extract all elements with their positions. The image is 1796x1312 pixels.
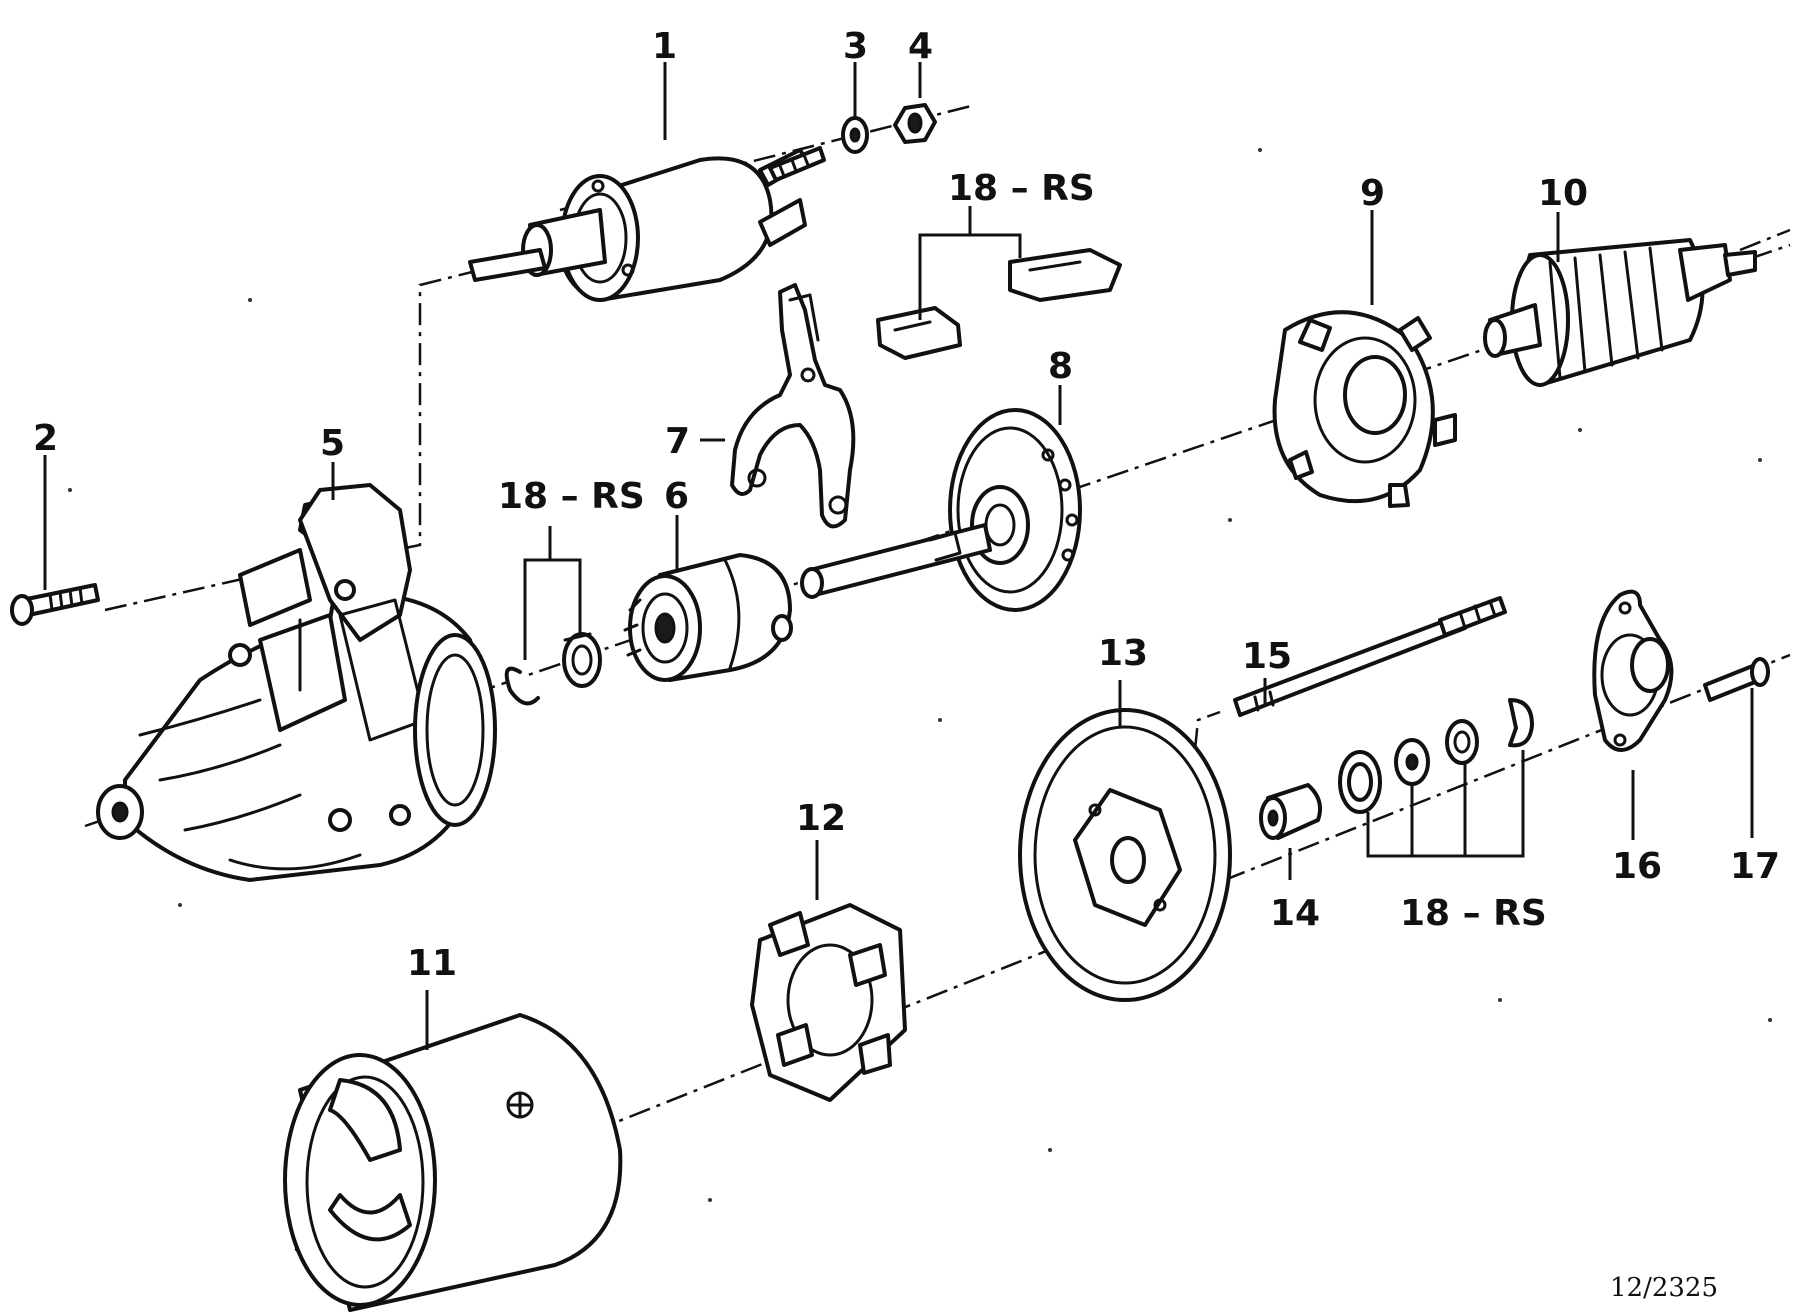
axis-bolt-2 xyxy=(104,573,261,612)
part-16-cap xyxy=(1592,589,1674,752)
part-4-nut xyxy=(893,103,937,144)
callout-10: 10 xyxy=(1538,173,1588,214)
axis-main-lower xyxy=(294,653,1791,1252)
callout-18-rs-right: 18 – RS xyxy=(1400,893,1547,934)
part-5-drive-housing xyxy=(96,483,497,882)
callout-16: 16 xyxy=(1612,846,1662,887)
part-7-engaging-lever xyxy=(730,283,856,529)
scan-noise xyxy=(68,148,1772,1202)
part-15-tie-rod xyxy=(1233,596,1507,717)
part-13-end-shield xyxy=(1018,708,1232,1002)
callout-9: 9 xyxy=(1360,173,1385,214)
part-18-rs-right xyxy=(1338,698,1534,814)
callout-13: 13 xyxy=(1098,633,1148,674)
part-18-rs-top xyxy=(876,248,1122,360)
callout-labels: 1 2 3 4 5 6 7 8 9 10 11 12 13 14 15 16 1… xyxy=(33,26,1780,984)
axis-tie-rod-link xyxy=(1193,710,1221,751)
part-8-bearing-shield xyxy=(800,408,1082,612)
callout-6: 6 xyxy=(664,476,689,517)
part-17-screw xyxy=(1703,657,1770,702)
bracket-18-rs-left xyxy=(523,558,582,660)
callout-14: 14 xyxy=(1270,893,1320,934)
drawing-reference-code: 12/2325 xyxy=(1610,1273,1718,1303)
callout-7: 7 xyxy=(665,421,690,462)
axis-armature-link xyxy=(1739,228,1791,252)
part-3-washer xyxy=(841,116,869,154)
part-6-pinion xyxy=(623,553,793,682)
part-1-solenoid xyxy=(468,146,826,302)
part-2-bolt xyxy=(10,583,100,626)
callout-15: 15 xyxy=(1242,636,1292,677)
callout-18-rs-top: 18 – RS xyxy=(948,168,1095,209)
part-11-field-frame xyxy=(283,1013,623,1312)
bracket-18-rs-right xyxy=(1366,750,1525,858)
callout-4: 4 xyxy=(908,26,933,67)
part-9-brush-holder xyxy=(1272,310,1457,508)
part-12-brush-plate xyxy=(750,903,907,1102)
axis-solenoid-link xyxy=(404,268,481,550)
callout-3: 3 xyxy=(843,26,868,67)
part-10-armature xyxy=(1483,238,1757,387)
callout-5: 5 xyxy=(320,423,345,464)
callout-12: 12 xyxy=(796,798,846,839)
callout-8: 8 xyxy=(1048,346,1073,387)
callout-17: 17 xyxy=(1730,846,1780,887)
callout-2: 2 xyxy=(33,418,58,459)
leader-lines xyxy=(43,62,1754,1050)
callout-18-rs-left: 18 – RS xyxy=(498,476,645,517)
part-14-bush xyxy=(1259,783,1322,840)
callout-11: 11 xyxy=(407,943,457,984)
callout-1: 1 xyxy=(652,26,677,67)
part-18-rs-left xyxy=(504,632,602,706)
